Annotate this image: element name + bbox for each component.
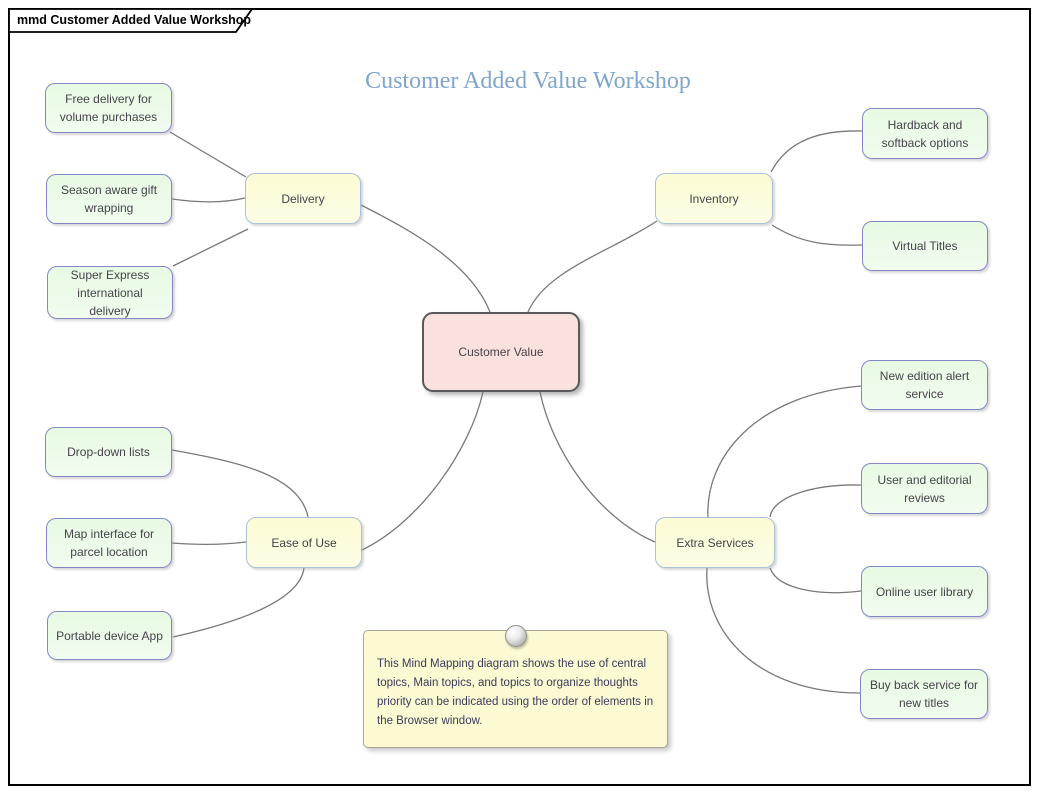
topic-label: Virtual Titles: [892, 239, 958, 253]
topic-label: Online user library: [875, 584, 974, 599]
topic-label: Map interface for parcel location: [63, 527, 155, 559]
connector-ease-dropdown[interactable]: [171, 449, 309, 518]
main-topic-label: Ease of Use: [271, 535, 337, 550]
topic-online-user-library[interactable]: Online user library: [861, 566, 988, 617]
connector-delivery-super-express[interactable]: [172, 228, 249, 267]
central-topic-customer-value[interactable]: Customer Value: [422, 312, 580, 392]
main-topic-delivery[interactable]: Delivery: [245, 173, 361, 224]
main-topic-extra-services[interactable]: Extra Services: [655, 517, 775, 568]
diagram-frame-border: [8, 8, 1031, 786]
main-topic-label: Extra Services: [676, 535, 754, 550]
main-topic-inventory[interactable]: Inventory: [655, 173, 773, 224]
main-topic-ease-of-use[interactable]: Ease of Use: [246, 517, 362, 568]
diagram-tab-shape[interactable]: [8, 8, 254, 33]
connector-central-delivery[interactable]: [360, 204, 491, 313]
connector-ease-map-interface[interactable]: [171, 541, 247, 546]
topic-label: Super Express international delivery: [70, 267, 150, 318]
topic-label: User and editorial reviews: [877, 472, 972, 505]
main-topic-label: Delivery: [281, 191, 325, 206]
topic-label: Buy back service for new titles: [869, 678, 979, 710]
main-topic-label: Inventory: [689, 191, 739, 206]
topic-label: Drop-down lists: [67, 445, 150, 459]
connector-delivery-free-delivery[interactable]: [169, 131, 247, 178]
diagram-title: Customer Added Value Workshop: [365, 68, 691, 94]
note-text: This Mind Mapping diagram shows the use …: [377, 658, 654, 727]
topic-hardback-softback[interactable]: Hardback and softback options: [862, 108, 988, 159]
topic-label: Free delivery for volume purchases: [59, 92, 158, 124]
topic-user-editorial-reviews[interactable]: User and editorial reviews: [861, 463, 988, 514]
topic-label: Season aware gift wrapping: [60, 183, 158, 215]
topic-drop-down-lists[interactable]: Drop-down lists: [45, 427, 172, 477]
connector-delivery-season-aware[interactable]: [171, 197, 246, 203]
connector-extra-online-library[interactable]: [769, 567, 862, 594]
topic-label: Portable device App: [56, 628, 163, 643]
connector-extra-user-reviews[interactable]: [769, 484, 862, 518]
central-topic-label: Customer Value: [458, 345, 544, 359]
topic-super-express-delivery[interactable]: Super Express international delivery: [47, 266, 173, 319]
connector-extra-buy-back[interactable]: [706, 567, 861, 694]
connector-central-ease-of-use[interactable]: [361, 391, 484, 551]
connector-ease-portable-app[interactable]: [172, 567, 305, 638]
topic-label: New edition alert service: [879, 369, 970, 401]
connector-extra-new-edition[interactable]: [707, 385, 862, 518]
connector-inventory-hardback[interactable]: [770, 130, 863, 173]
connector-inventory-virtual-titles[interactable]: [771, 224, 863, 246]
diagram-tab-label[interactable]: mmd Customer Added Value Workshop: [17, 13, 252, 27]
topic-portable-device-app[interactable]: Portable device App: [47, 611, 172, 660]
topic-virtual-titles[interactable]: Virtual Titles: [862, 221, 988, 271]
pushpin-icon: [505, 625, 527, 647]
note-element[interactable]: This Mind Mapping diagram shows the use …: [363, 630, 668, 748]
topic-new-edition-alert[interactable]: New edition alert service: [861, 360, 988, 410]
topic-buy-back-service[interactable]: Buy back service for new titles: [860, 669, 988, 719]
topic-free-delivery[interactable]: Free delivery for volume purchases: [45, 83, 172, 133]
topic-map-interface[interactable]: Map interface for parcel location: [46, 518, 172, 568]
connector-central-inventory[interactable]: [527, 220, 658, 313]
connector-central-extra-services[interactable]: [539, 391, 656, 543]
topic-label: Hardback and softback options: [881, 117, 969, 150]
topic-season-aware-gift-wrapping[interactable]: Season aware gift wrapping: [46, 174, 172, 224]
